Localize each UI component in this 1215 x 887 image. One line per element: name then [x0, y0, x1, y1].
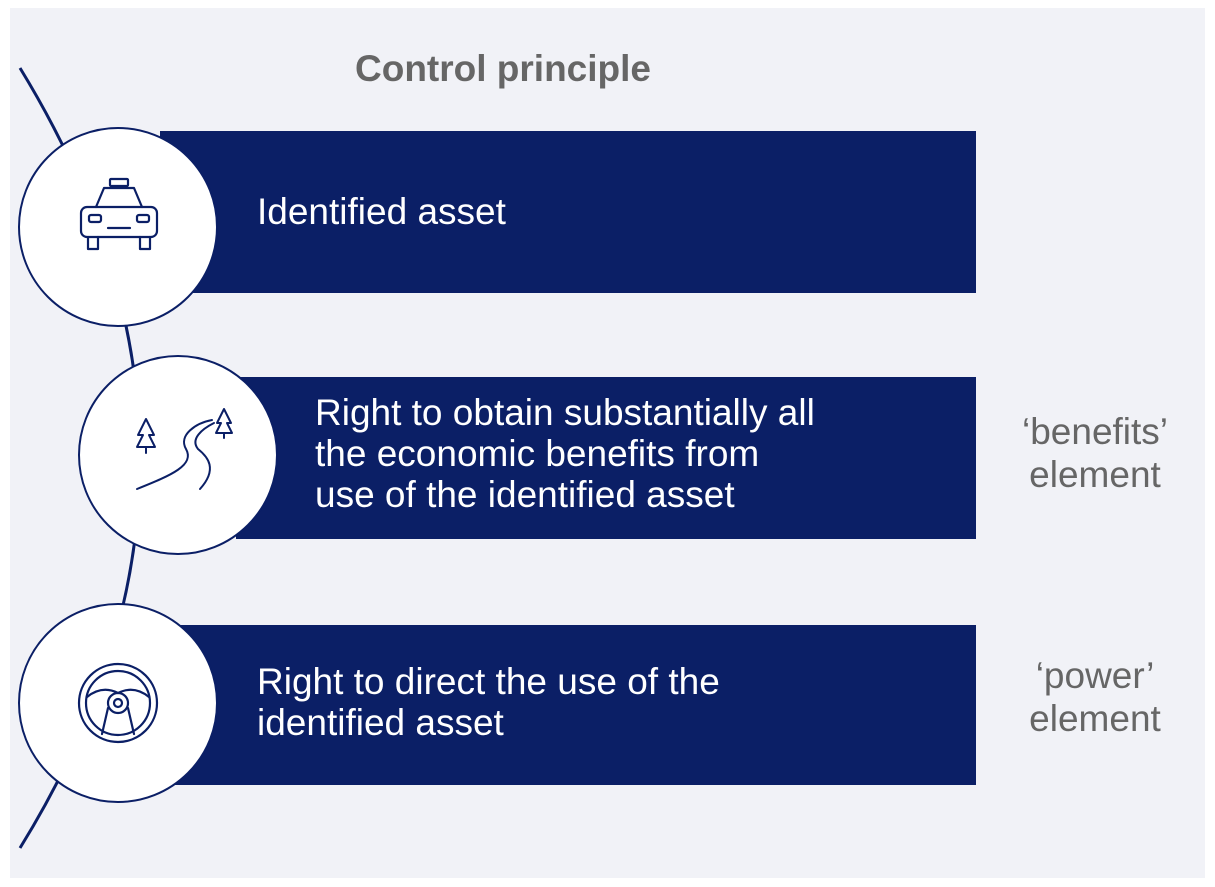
step-2-line-2: the economic benefits from	[315, 433, 760, 474]
road-icon-circle	[78, 355, 278, 555]
power-element-label: ‘power’ element	[990, 654, 1200, 740]
step-box-power: Right to direct the use of the identifie…	[160, 625, 976, 785]
benefits-label-line-1: ‘benefits’	[1021, 411, 1169, 452]
power-label-line-1: ‘power’	[1035, 655, 1155, 696]
step-box-identified-asset: Identified asset	[160, 131, 976, 293]
step-2-line-3: use of the identified asset	[315, 474, 735, 515]
step-2-line-1: Right to obtain substantially all	[315, 392, 815, 433]
steering-wheel-icon	[77, 662, 159, 744]
step-box-benefits: Right to obtain substantially all the ec…	[236, 377, 976, 539]
benefits-label-line-2: element	[1029, 454, 1161, 495]
steering-icon-circle	[18, 603, 218, 803]
power-label-line-2: element	[1029, 698, 1161, 739]
benefits-element-label: ‘benefits’ element	[990, 410, 1200, 496]
car-icon	[79, 177, 159, 251]
step-3-line-2: identified asset	[257, 702, 504, 743]
step-1-line-1: Identified asset	[257, 191, 506, 232]
car-icon-circle	[18, 127, 218, 327]
step-3-line-1: Right to direct the use of the	[257, 661, 720, 702]
winding-road-icon	[136, 408, 233, 490]
diagram-title: Control principle	[355, 48, 651, 89]
